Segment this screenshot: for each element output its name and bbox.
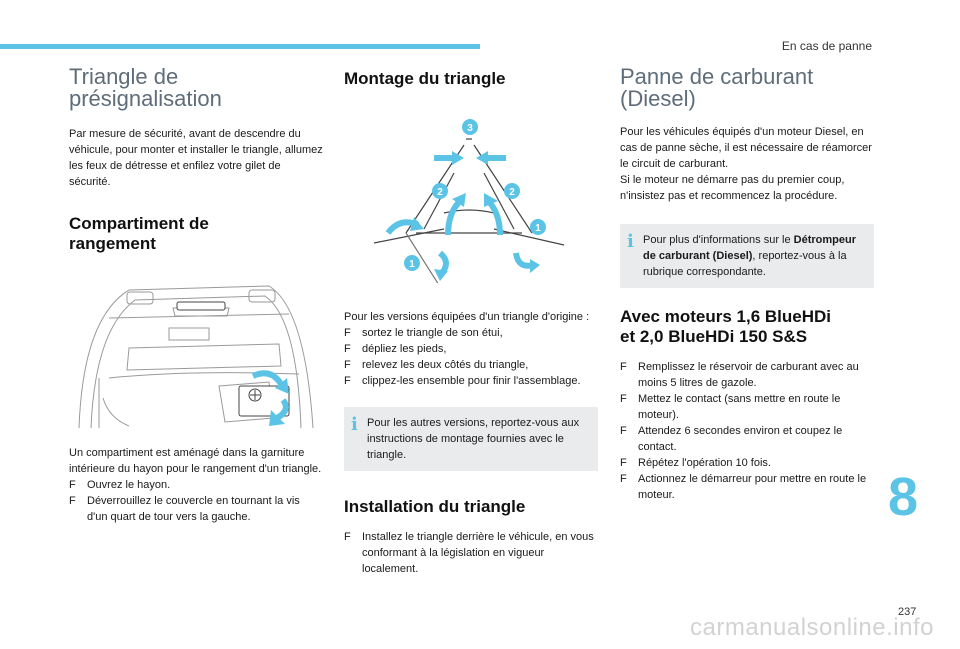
fuel-intro: Pour les véhicules équipés d'un moteur D…: [620, 126, 872, 170]
step-1-left-label: 1: [409, 259, 415, 270]
storage-title: Compartiment de rangement: [69, 214, 323, 254]
bullet-icon: F: [620, 361, 627, 373]
column-fuel-failure: Panne de carburant (Diesel) Pour les véh…: [620, 66, 874, 503]
bullet-icon: F: [344, 375, 351, 387]
assembly-info-box: i Pour les autres versions, reportez-vou…: [344, 407, 598, 471]
triangle-drawing: 3 2 2 1 1: [373, 119, 565, 294]
storage-title-line-1: Compartiment de: [69, 214, 209, 233]
step-1-right-label: 1: [535, 223, 541, 234]
storage-description: Un compartiment est aménagé dans la garn…: [69, 447, 322, 475]
step-2-left-label: 2: [437, 187, 443, 198]
header-accent-bar: [0, 44, 480, 49]
engines-title: Avec moteurs 1,6 BlueHDi et 2,0 BlueHDi …: [620, 307, 874, 347]
bullet-icon: F: [620, 457, 627, 469]
section-name: En cas de panne: [781, 39, 872, 53]
fuel-intro-2: Si le moteur ne démarre pas du premier c…: [620, 174, 845, 202]
installation-title: Installation du triangle: [344, 497, 526, 516]
column-triangle-assembly: Montage du triangle 3 2: [344, 66, 598, 577]
bullet-icon: F: [344, 327, 351, 339]
engines-title-line-2: et 2,0 BlueHDi 150 S&S: [620, 327, 808, 346]
section-title: Triangle de présignalisation: [69, 66, 323, 110]
bullet-icon: F: [620, 425, 627, 437]
bullet-icon: F: [69, 495, 76, 507]
cross-reference: Détrompeur de carburant (Diesel): [643, 234, 857, 262]
assembly-title: Montage du triangle: [344, 69, 506, 88]
step-3-label: 3: [467, 123, 473, 134]
bullet-icon: F: [620, 393, 627, 405]
fuel-info-box: i Pour plus d'informations sur le Détrom…: [620, 224, 874, 288]
storage-title-line-2: rangement: [69, 234, 156, 253]
fuel-title: Panne de carburant (Diesel): [620, 66, 874, 110]
bullet-icon: F: [344, 359, 351, 371]
bullet-icon: F: [344, 343, 351, 355]
info-icon: i: [351, 414, 358, 435]
assembly-intro: Pour les versions équipées d'un triangle…: [344, 311, 590, 323]
fuel-title-line-2: (Diesel): [620, 86, 696, 111]
step-2-right-label: 2: [509, 187, 515, 198]
chapter-number: 8: [888, 467, 919, 527]
engines-title-line-1: Avec moteurs 1,6 BlueHDi: [620, 307, 831, 326]
section-title-line-1: Triangle de: [69, 64, 179, 89]
tailgate-illustration: [69, 278, 323, 436]
bullet-icon: F: [344, 531, 351, 543]
section-title-line-2: présignalisation: [69, 86, 222, 111]
column-warning-triangle: Triangle de présignalisation Par mesure …: [69, 66, 323, 525]
bullet-icon: F: [69, 479, 76, 491]
info-icon: i: [627, 231, 634, 252]
safety-intro: Par mesure de sécurité, avant de descend…: [69, 128, 323, 188]
page-number: 237: [898, 606, 917, 618]
fuel-title-line-1: Panne de carburant: [620, 64, 814, 89]
watermark: carmanualsonline.info: [690, 614, 934, 641]
tailgate-drawing: [78, 285, 314, 429]
bullet-icon: F: [620, 473, 627, 485]
triangle-assembly-illustration: 3 2 2 1 1: [344, 103, 598, 294]
